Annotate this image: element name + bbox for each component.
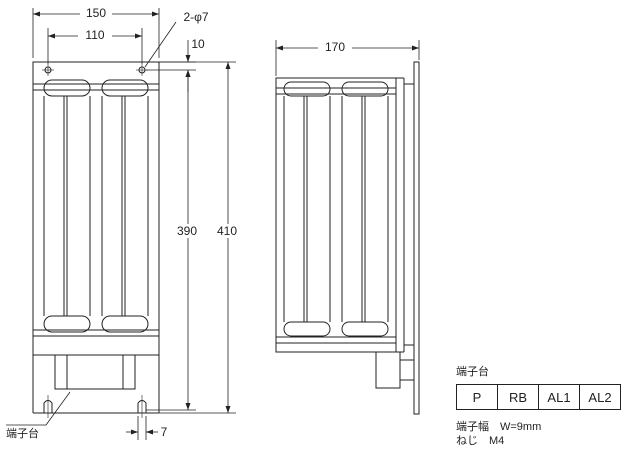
dim-hole-span-height: 390 xyxy=(177,224,197,238)
side-mounting-flange xyxy=(413,61,420,415)
front-terminal-box xyxy=(54,354,136,390)
screw-note: ねじ M4 xyxy=(456,435,505,447)
dim-hole-pitch: 110 xyxy=(85,28,104,42)
dim-overall-width: 150 xyxy=(86,6,106,20)
terminal-block-title: 端子台 xyxy=(456,366,489,378)
dim-bottom-slot: 7 xyxy=(161,425,168,439)
dim-side-depth: 170 xyxy=(325,40,345,54)
dim-top-offset: 10 xyxy=(191,37,205,51)
side-terminal-box xyxy=(375,351,401,389)
front-view xyxy=(32,61,160,418)
front-body-outline xyxy=(32,61,160,356)
resistor-tube-right xyxy=(101,79,149,333)
side-body-outline xyxy=(275,77,397,353)
terminal-width-note: 端子幅 W=9mm xyxy=(456,421,542,433)
dim-overall-height: 410 xyxy=(217,224,237,238)
resistor-tube-left xyxy=(43,79,91,333)
terminal-p: P xyxy=(456,384,498,410)
side-resistor-tube-left xyxy=(283,81,331,337)
side-view xyxy=(275,61,420,415)
side-resistor-tube-right xyxy=(341,81,389,337)
terminal-al1: AL1 xyxy=(538,384,580,410)
terminal-block-arrow-label: 端子台 xyxy=(6,426,39,440)
terminal-rb: RB xyxy=(497,384,539,410)
terminal-table: P RB AL1 AL2 xyxy=(456,384,621,410)
terminal-al2: AL2 xyxy=(579,384,621,410)
dim-holes: 2-φ7 xyxy=(183,10,208,24)
